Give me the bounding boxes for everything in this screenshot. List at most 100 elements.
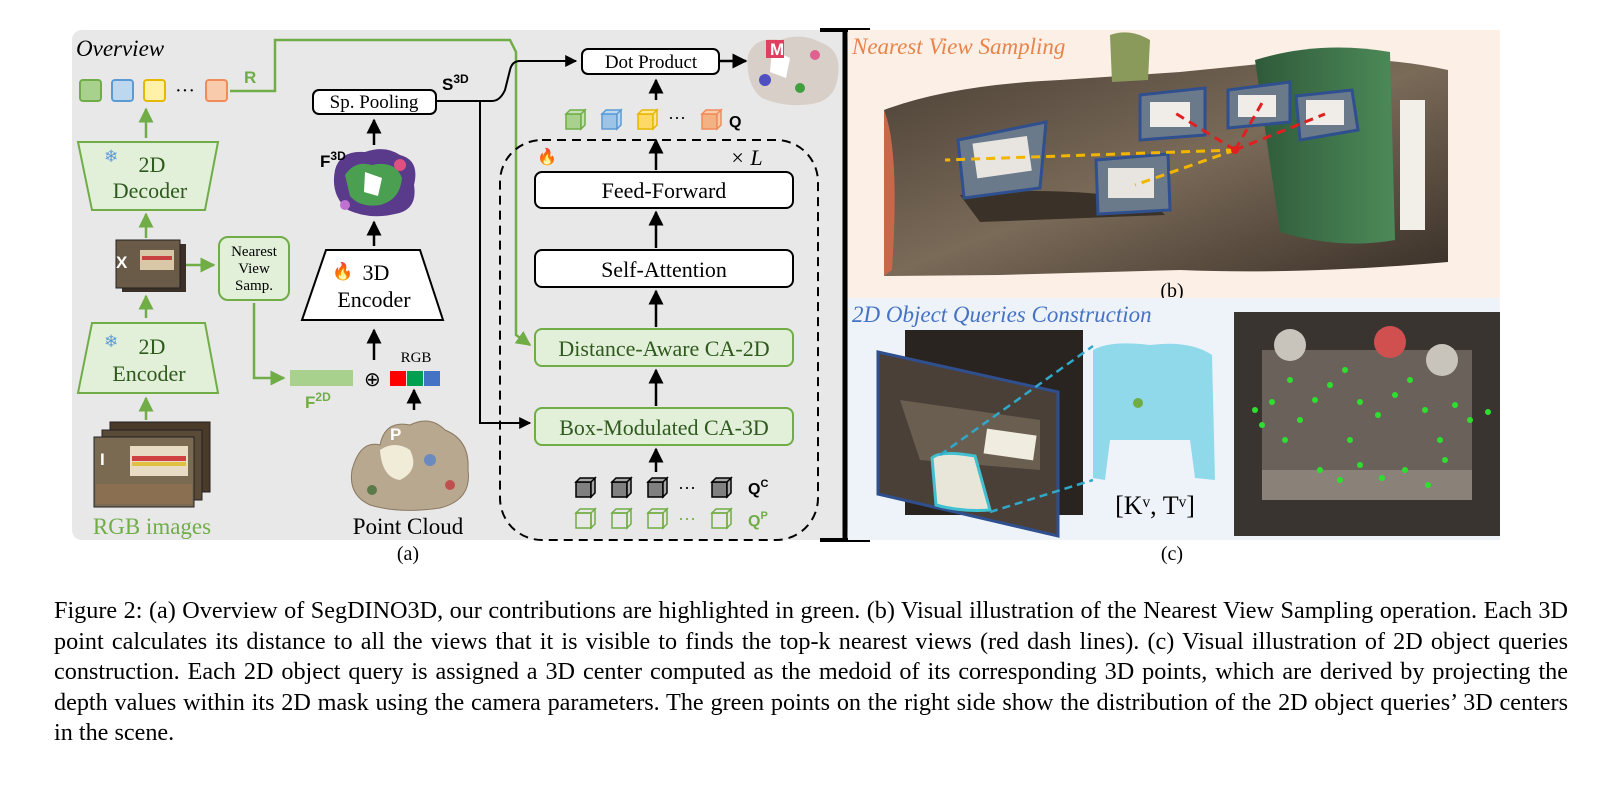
fire-icon: 🔥: [332, 261, 353, 281]
token-blue: [111, 79, 134, 102]
chair-3d-points: [1093, 343, 1215, 480]
cube-gray: [574, 476, 597, 499]
rgb-label: RGB: [401, 350, 432, 366]
scene-chair-red: [884, 110, 895, 276]
camera-view-2: [1138, 86, 1207, 142]
decoder-label-2: Decoder: [113, 178, 188, 203]
x-image: X: [115, 239, 186, 292]
cube-gray: [646, 476, 669, 499]
rgb-images-stack: I: [93, 421, 211, 508]
times-l-label: × L: [730, 145, 763, 170]
transformer-decoder-loop: [499, 139, 819, 541]
rgb-g: [407, 371, 423, 386]
cube-green: [564, 108, 587, 131]
medoid-center: [1133, 398, 1143, 408]
i-label: I: [100, 450, 105, 469]
snowflake-icon: ❄: [104, 332, 118, 351]
camera-view-3: [1226, 80, 1292, 130]
distance-aware-label: Distance-Aware CA-2D: [558, 336, 769, 361]
token-ellipsis: ···: [175, 80, 195, 102]
object-query-centers: [1252, 367, 1491, 488]
query-cubes-qc: ··· QC: [574, 476, 768, 499]
self-attention-label: Self-Attention: [601, 257, 727, 282]
mask-output-image: M: [747, 36, 839, 106]
qp-ellipsis: ···: [678, 509, 696, 529]
scene-wall: [1400, 100, 1425, 230]
cube-outline-green: [646, 507, 669, 530]
encoder-3d-block: [300, 249, 445, 321]
qp-label: QP: [748, 510, 768, 530]
nvs-line-2: View: [238, 261, 270, 277]
panel-b: Nearest View Sampling: [848, 30, 1500, 302]
figure-2: Overview ··· R ❄ 2D Decoder X: [72, 28, 1500, 565]
token-orange: [205, 79, 228, 102]
feature-tokens-r: ··· R: [79, 68, 256, 102]
overview-title: Overview: [76, 36, 165, 61]
token-green: [79, 79, 102, 102]
encoder-3d-label-1: 3D: [363, 260, 390, 285]
cube-gray: [710, 476, 733, 499]
dot-product-block: [581, 48, 720, 75]
point-cloud-image: P: [350, 420, 469, 511]
panel-b-label: (b): [1160, 280, 1183, 302]
m-label: M: [770, 40, 784, 59]
cube-outline-green: [710, 507, 733, 530]
nearest-view-dash-lines: [944, 102, 1326, 187]
cube-gray: [610, 476, 633, 499]
rgb-view-paper: [983, 428, 1037, 461]
distance-aware-ca-2d-block: [534, 328, 794, 367]
box-modulated-ca-3d-block: [534, 407, 794, 446]
rgb-b: [424, 371, 440, 386]
panel-a-label: (a): [397, 543, 419, 565]
qc-label: QC: [748, 478, 768, 498]
cube-orange: [700, 108, 723, 131]
encoder-3d-label-2: Encoder: [337, 287, 411, 312]
panel-c: 2D Object Queries Construction [Kᵛ, Tᵛ]: [848, 298, 1500, 565]
cube-outline-green: [610, 507, 633, 530]
panel-c-label: (c): [1161, 543, 1183, 565]
self-attention-block: [534, 249, 794, 288]
decoder-label-1: 2D: [139, 152, 166, 177]
oplus-symbol: ⊕: [364, 369, 381, 391]
cube-blue: [600, 108, 623, 131]
query-cubes-qp: ··· QP: [574, 507, 768, 530]
fire-icon: 🔥: [537, 147, 557, 166]
nearest-view-sampling-title: Nearest View Sampling: [851, 34, 1065, 59]
camera-params: [Kᵛ, Tᵛ]: [1115, 491, 1195, 520]
s3d-label: S3D: [442, 72, 469, 94]
dot-product-label: Dot Product: [605, 52, 698, 73]
zoom-line-top: [939, 344, 1094, 457]
cube-yellow: [636, 108, 659, 131]
q-label: Q: [729, 114, 741, 131]
encoder-2d-label-2: Encoder: [112, 361, 186, 386]
point-cloud-label: Point Cloud: [353, 514, 464, 539]
r-label: R: [244, 68, 256, 87]
sp-pooling-label: Sp. Pooling: [330, 92, 419, 113]
p-label: P: [390, 425, 401, 444]
nearest-view-sampling-block: [218, 236, 290, 301]
rgb-images-label: RGB images: [93, 514, 211, 539]
2d-object-queries-title: 2D Object Queries Construction: [852, 302, 1152, 327]
f2d-bar: [290, 370, 353, 386]
snowflake-icon: ❄: [104, 147, 118, 166]
scene-chair-1: [1274, 329, 1306, 361]
qc-ellipsis: ···: [678, 478, 696, 498]
arrow-nvs-to-f2d: [252, 303, 286, 386]
scene-chair-2: [1374, 326, 1406, 358]
scene-chair-3: [1426, 344, 1458, 376]
feed-forward-label: Feed-Forward: [602, 178, 727, 203]
f3d-feature-map: [333, 149, 416, 217]
decoder-2d-block: [76, 141, 220, 211]
camera-view-4: [1294, 88, 1360, 142]
cube-outline-green: [574, 507, 597, 530]
panel-a: Overview ··· R ❄ 2D Decoder X: [72, 30, 848, 565]
encoder-2d-block: [76, 322, 220, 394]
box-modulated-label: Box-Modulated CA-3D: [559, 415, 769, 440]
camera-view-5: [1094, 152, 1172, 216]
r-connector: [230, 38, 532, 347]
f3d-label: F3D: [320, 149, 346, 171]
scene-lamp: [1110, 32, 1150, 82]
x-label: X: [116, 253, 128, 272]
token-yellow: [143, 79, 166, 102]
figure-caption: Figure 2: (a) Overview of SegDINO3D, our…: [54, 597, 1568, 747]
